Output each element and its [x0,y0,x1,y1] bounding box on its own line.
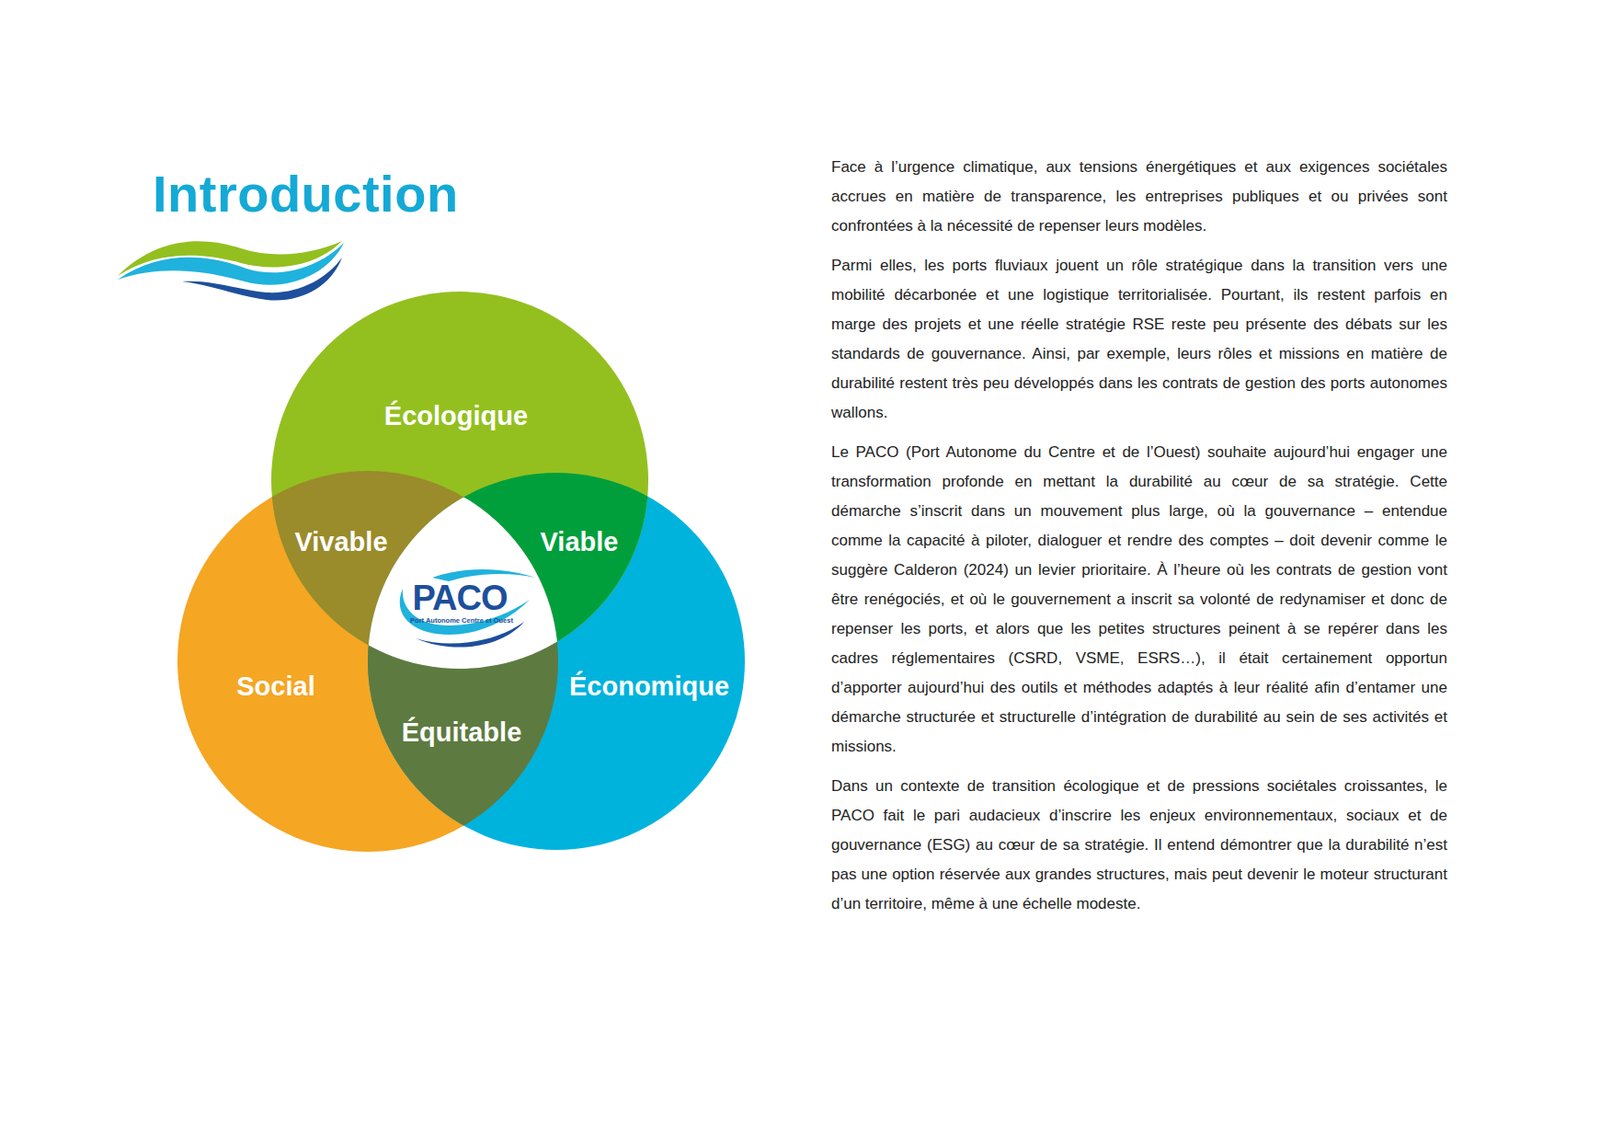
center-overlap [367,472,745,850]
viable-overlap [367,472,745,850]
economique-circle [367,472,745,850]
title-wave-cyan [117,242,344,286]
region-label: Écologique [384,400,528,432]
region-label: Vivable [294,526,388,558]
equitable-overlap [367,472,745,850]
title-wave-blue [182,257,343,301]
body-paragraph: Face à l’urgence climatique, aux tension… [831,152,1448,241]
text-column: Face à l’urgence climatique, aux tension… [831,152,1448,929]
equitable-region: Équitable [386,680,534,782]
body-paragraph: Le PACO (Port Autonome du Centre et de l… [831,437,1448,762]
region-label: Économique [569,671,730,702]
region-label: Social [236,671,315,702]
logo-tagline: Port Autonome Centre et Ouest [410,616,514,625]
logo-swoosh-blue [415,621,525,648]
logo-wordmark: PACO [412,578,508,618]
body-paragraph: Parmi elles, les ports fluviaux jouent u… [831,251,1448,428]
body-paragraph: Dans un contexte de transition écologiqu… [831,771,1448,919]
viable-region: Viable [514,478,644,580]
region-label: Viable [540,526,619,558]
page-title: Introduction [152,163,459,224]
region-label: Équitable [401,717,523,748]
vivable-region: Vivable [275,478,405,580]
